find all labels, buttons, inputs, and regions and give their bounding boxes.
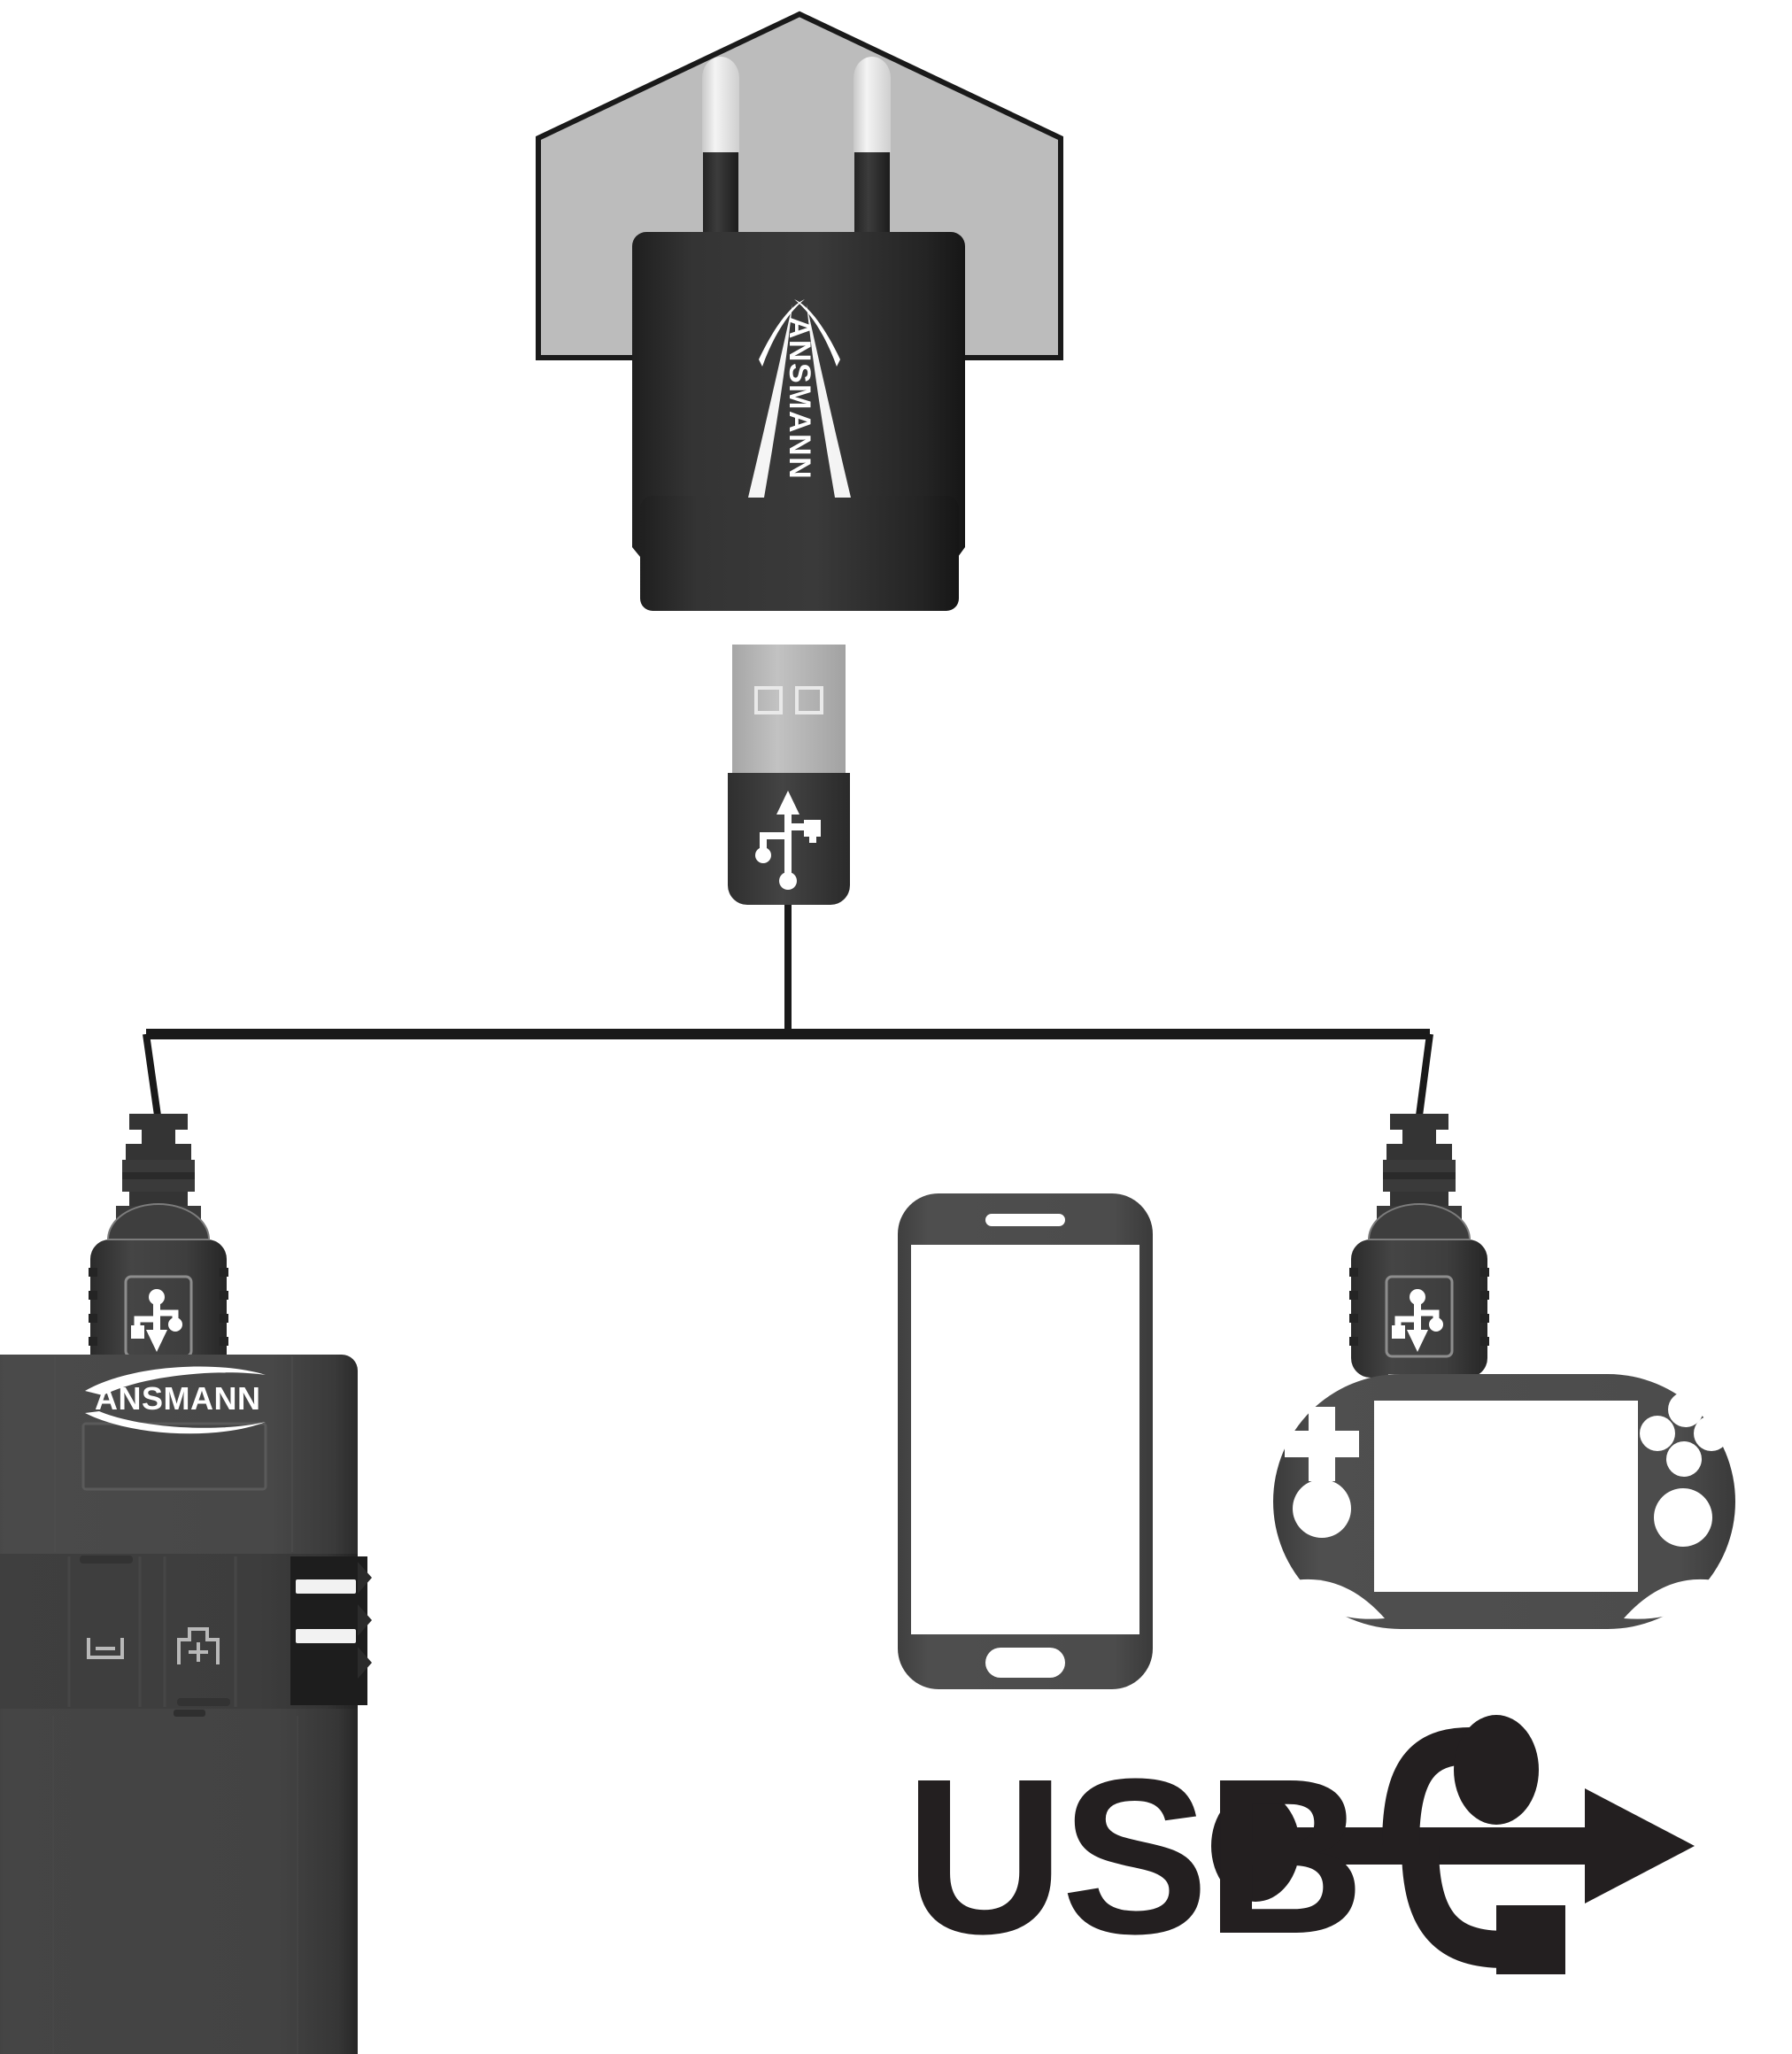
console-face-buttons (1640, 1392, 1729, 1477)
adapter-prong-left (702, 57, 739, 248)
adapter-brand-logo: ANSMANN (748, 299, 851, 498)
adapter-body (632, 232, 965, 611)
usb-trident-icon (755, 791, 821, 890)
smartphone (898, 1193, 1153, 1689)
adapter-prong-right (854, 57, 891, 248)
charger-led-indicator (296, 1579, 356, 1594)
svg-text:ANSMANN: ANSMANN (783, 317, 816, 480)
console-speaker-right (1624, 1579, 1719, 1619)
usb-a-plug (728, 645, 850, 905)
console-left-stick (1293, 1479, 1351, 1538)
battery-slot-plus-icon (177, 1627, 220, 1664)
usb-trident-icon (131, 1289, 182, 1352)
charger-led-indicator (296, 1629, 356, 1643)
console-dpad (1285, 1407, 1359, 1481)
charger-display (81, 1422, 267, 1491)
charger-brand-logo: ANSMANN (85, 1366, 266, 1434)
console-screen (1374, 1401, 1638, 1592)
charger-brand-text: ANSMANN (95, 1380, 261, 1417)
usb-logo-trident-icon (1211, 1715, 1695, 1974)
micro-usb-plug-right (1349, 1114, 1489, 1438)
phone-earpiece (985, 1214, 1065, 1226)
console-speaker-left (1289, 1579, 1385, 1619)
ansmann-battery-charger: ANSMANN (0, 1355, 372, 2054)
usb-logo-wordmark: USB (905, 1733, 1365, 1980)
battery-slot-minus-icon (87, 1638, 124, 1659)
console-right-stick (1654, 1488, 1712, 1547)
phone-home-button (985, 1648, 1065, 1678)
usb-power-adapter: ANSMANN (632, 57, 965, 611)
splitter-cable (143, 905, 1433, 1116)
usb-trident-icon (1392, 1289, 1443, 1352)
handheld-game-console (1273, 1374, 1735, 1629)
phone-screen (911, 1245, 1139, 1634)
